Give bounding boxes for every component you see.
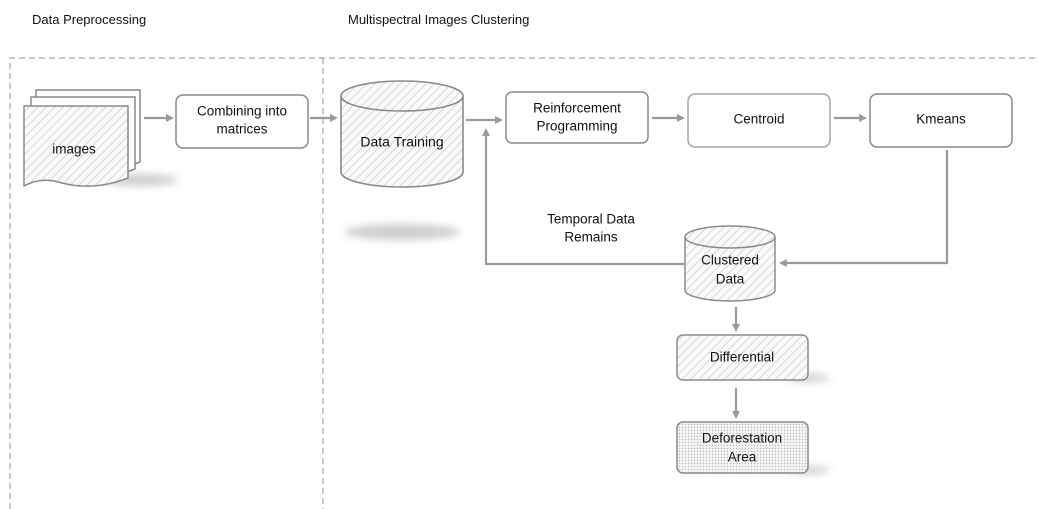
deforestation-label-line1: Deforestation (702, 431, 782, 446)
images-node: images (23, 89, 178, 188)
differential-node: Differential (676, 334, 830, 382)
clustered-data-node: Clustered Data (684, 225, 776, 302)
deforestation-node: Deforestation Area (676, 421, 830, 474)
arrow-clustered-loop-to-training (482, 128, 684, 266)
deforestation-label-line2: Area (728, 450, 757, 465)
centroid-label: Centroid (733, 112, 784, 127)
preprocessing-region-border (9, 57, 1039, 509)
temporal-label-line1: Temporal Data (547, 212, 635, 227)
centroid-node: Centroid (687, 93, 831, 148)
combining-label-line1: Combining into (197, 104, 287, 119)
kmeans-node: Kmeans (869, 93, 1013, 148)
reinforcement-label-line1: Reinforcement (533, 101, 621, 116)
clustered-label-line2: Data (716, 272, 745, 287)
combining-node: Combining into matrices (175, 94, 309, 149)
section-title-preprocessing: Data Preprocessing (32, 12, 147, 27)
reinforcement-label-line2: Programming (536, 119, 617, 134)
temporal-label-line2: Remains (564, 230, 618, 245)
differential-label: Differential (710, 350, 774, 365)
kmeans-label: Kmeans (916, 112, 966, 127)
clustered-label-line1: Clustered (701, 253, 759, 268)
data-training-node: Data Training (340, 80, 464, 240)
reinforcement-node: Reinforcement Programming (505, 91, 649, 144)
section-title-clustering: Multispectral Images Clustering (348, 12, 530, 27)
data-training-label: Data Training (360, 134, 443, 150)
combining-label-line2: matrices (216, 122, 267, 137)
arrow-kmeans-to-clustered (779, 150, 949, 267)
images-label: images (52, 142, 96, 157)
